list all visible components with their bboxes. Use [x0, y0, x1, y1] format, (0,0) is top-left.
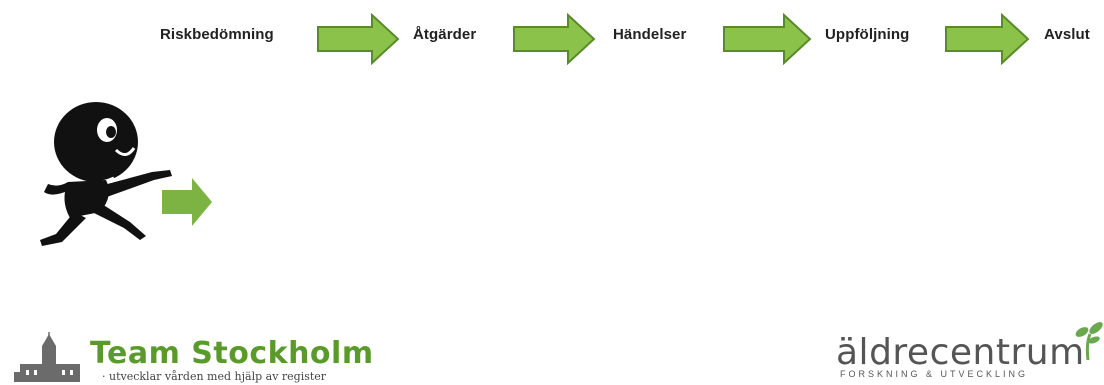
right-arrow-icon — [945, 13, 1030, 65]
castle-icon — [14, 332, 80, 382]
sprout-icon — [1075, 322, 1103, 360]
process-flow: Riskbedömning Åtgärder Händelser Uppfölj… — [0, 0, 1104, 80]
aldrecentrum-name: äldrecentrum — [836, 332, 1085, 373]
step-handelser: Händelser — [613, 26, 687, 43]
team-stockholm-logo: Team Stockholm · utvecklar vården med hj… — [12, 332, 392, 385]
right-arrow-icon — [723, 13, 812, 65]
step-avslut: Avslut — [1044, 26, 1090, 43]
right-arrow-icon — [317, 13, 400, 65]
aldrecentrum-tagline: FORSKNING & UTVECKLING — [840, 369, 1029, 379]
step-uppfoljning: Uppföljning — [825, 26, 910, 43]
step-riskbedomning: Riskbedömning — [160, 26, 274, 43]
aldrecentrum-logo: äldrecentrum FORSKNING & UTVECKLING — [836, 320, 1104, 385]
team-stockholm-title: Team Stockholm — [90, 336, 374, 371]
step-atgarder: Åtgärder — [413, 26, 477, 43]
pointing-figure-icon — [40, 102, 212, 246]
right-arrow-icon — [513, 13, 596, 65]
team-stockholm-subtitle: · utvecklar vården med hjälp av register — [102, 370, 327, 383]
